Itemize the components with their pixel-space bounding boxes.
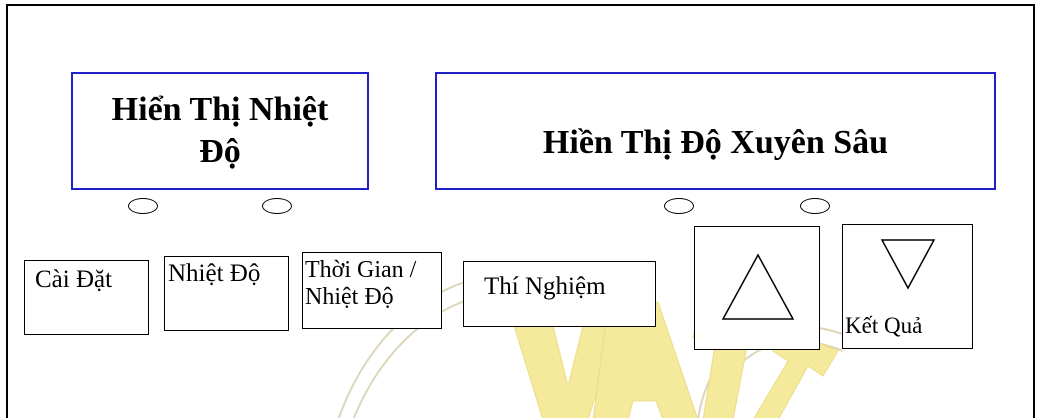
penetration-depth-display-label: Hiền Thị Độ Xuyên Sâu [542, 124, 889, 161]
temperature-button-label: Nhiệt Độ [168, 260, 261, 287]
setup-button[interactable]: Cài Đặt [24, 260, 149, 335]
triangle-up-icon [721, 253, 795, 320]
temperature-display-label: Hiển Thị Nhiệt Độ [111, 91, 329, 170]
triangle-down-icon [880, 239, 936, 290]
watermark-logo [337, 275, 849, 418]
time-temperature-button[interactable]: Thời Gian / Nhiệt Độ [302, 252, 442, 329]
test-button-label: Thí Nghiệm [484, 273, 606, 300]
penetration-depth-display: Hiền Thị Độ Xuyên Sâu [435, 72, 996, 190]
temperature-led-left [128, 198, 158, 214]
temperature-button[interactable]: Nhiệt Độ [164, 256, 289, 331]
result-down-button[interactable]: Kết Quả [842, 224, 973, 349]
temperature-led-right [262, 198, 292, 214]
result-button-label: Kết Quả [845, 313, 923, 338]
depth-led-right [800, 198, 830, 214]
test-button[interactable]: Thí Nghiệm [463, 261, 656, 327]
up-button[interactable] [694, 226, 820, 350]
setup-button-label: Cài Đặt [35, 266, 113, 293]
depth-led-left [664, 198, 694, 214]
control-panel-diagram: Hiển Thị Nhiệt Độ Hiền Thị Độ Xuyên Sâu … [6, 4, 1035, 418]
time-temperature-label-line1: Thời Gian / [305, 257, 417, 283]
time-temperature-label-line2: Nhiệt Độ [305, 284, 394, 310]
temperature-display: Hiển Thị Nhiệt Độ [71, 72, 369, 190]
